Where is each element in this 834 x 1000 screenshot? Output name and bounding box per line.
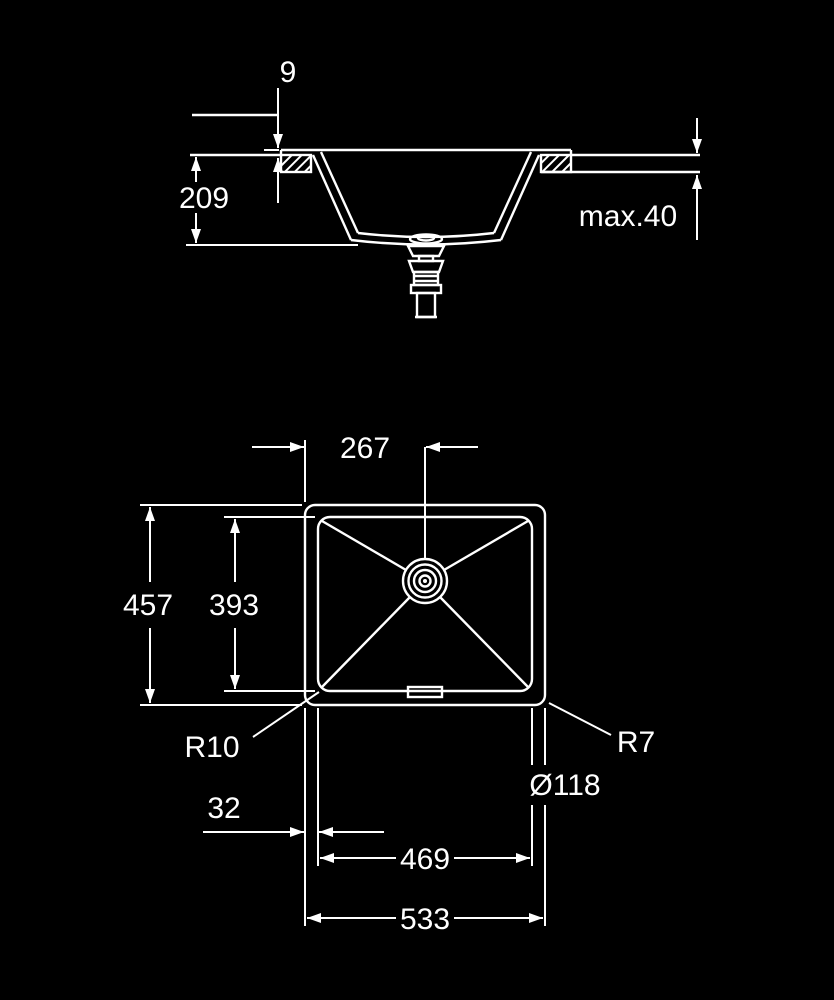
dim-label-drain-diameter: Ø118 [529, 769, 600, 802]
dim-label-bowl-width: 469 [400, 843, 450, 876]
dim-label-bowl-length: 393 [209, 589, 259, 622]
countertop-right [539, 153, 700, 174]
dim-rim-height: 9 [264, 56, 296, 203]
dim-bowl-width: 469 [320, 843, 530, 876]
dim-label-outer-length: 457 [123, 589, 173, 622]
dim-label-edge-to-bowl: 32 [207, 792, 240, 825]
dim-label-outer-width: 533 [400, 903, 450, 936]
dim-label-counter-thickness: max.40 [579, 200, 677, 233]
sink-profile [279, 148, 573, 246]
dim-label-bowl-corner-radius: R10 [184, 731, 239, 764]
countertop-left [190, 113, 313, 174]
dim-label-outer-corner-radius: R7 [617, 726, 655, 759]
drain-plan [401, 557, 449, 605]
dim-bowl-depth: 209 [179, 157, 358, 246]
dim-outer-width: 533 [307, 903, 543, 936]
dim-label-rim-height: 9 [280, 56, 297, 89]
dim-label-center-to-edge: 267 [340, 432, 390, 465]
dim-counter-thickness: max.40 [579, 118, 702, 240]
drain-hole [416, 234, 436, 242]
overflow-mark [406, 685, 444, 699]
drain-assembly-side [406, 244, 446, 319]
dim-edge-to-bowl: 32 [203, 792, 384, 837]
plan-view: 267 457 393 R10 R7 Ø118 [123, 432, 655, 936]
counter-hatch-right [539, 153, 573, 174]
counter-hatch-left [279, 153, 313, 174]
dim-outer-length: 457 [123, 504, 302, 706]
dim-center-to-edge: 267 [252, 432, 478, 502]
side-section-view: 9 209 max.40 [179, 56, 702, 319]
dim-label-bowl-depth: 209 [179, 182, 229, 215]
corner-radius-inner: R10 [184, 691, 320, 764]
dim-bowl-length: 393 [209, 516, 315, 692]
drain-center-dot [423, 579, 427, 583]
corner-radius-outer: R7 [548, 702, 655, 759]
plan-extension-lines [304, 708, 546, 926]
